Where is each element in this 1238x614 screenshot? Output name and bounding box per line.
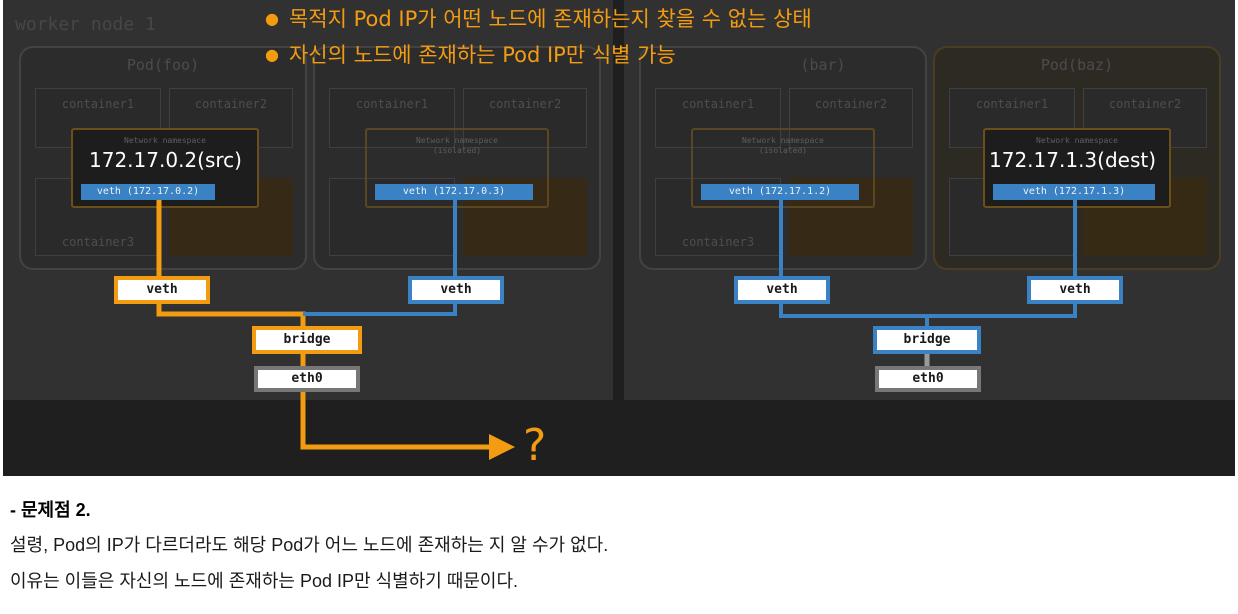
- unknown-route-arrowhead: [489, 434, 515, 460]
- bullet-text: 자신의 노드에 존재하는 Pod IP만 식별 가능: [288, 43, 676, 67]
- pod3-link-line: [779, 200, 927, 318]
- dest-ip-label: 172.17.1.3(dest): [989, 148, 1157, 172]
- pod-foo: Pod(foo) container1 container2 container…: [19, 46, 307, 270]
- bullet-item: ● 목적지 Pod IP가 어떤 노드에 존재하는지 찾을 수 없는 상태: [265, 4, 812, 40]
- text-section: - 문제점 2. 설령, Pod의 IP가 다르더라도 해당 Pod가 어느 노…: [10, 494, 1228, 600]
- veth-box-3: veth: [734, 276, 830, 304]
- unknown-destination-mark: ?: [523, 420, 547, 471]
- section-heading: - 문제점 2.: [10, 500, 91, 520]
- ns-sub: (isolated): [432, 146, 482, 155]
- container1-box: container1: [329, 88, 455, 148]
- src-ip-label: 172.17.0.2(src): [89, 148, 242, 172]
- bridge-box-left: bridge: [252, 326, 362, 354]
- connection-lines: [156, 200, 1077, 460]
- ns-label: Network namespace: [1036, 136, 1118, 145]
- bullet-dot-icon: ●: [265, 45, 279, 64]
- veth-box-src: veth: [114, 276, 210, 304]
- unknown-route-line: [300, 388, 493, 450]
- pod-title: Pod(foo): [126, 56, 200, 74]
- ns-label: Network namespace: [742, 136, 824, 145]
- paragraph-line: 이유는 이들은 자신의 노드에 존재하는 Pod IP만 식별하기 때문이다.: [10, 571, 519, 591]
- pod-veth-bar: veth (172.17.0.2): [81, 184, 215, 200]
- eth0-box-left: eth0: [254, 366, 360, 392]
- ns-label: Network namespace: [416, 136, 498, 145]
- bridge-box-right: bridge: [873, 326, 981, 354]
- header-bullets: ● 목적지 Pod IP가 어떤 노드에 존재하는지 찾을 수 없는 상태 ● 자신…: [265, 4, 812, 76]
- pod-veth-bar: veth (172.17.0.3): [375, 184, 533, 200]
- ns-label: Network namespace: [124, 136, 206, 145]
- pod-veth-bar: veth (172.17.1.2): [701, 184, 859, 200]
- worker-node-1-title: worker node 1: [15, 14, 156, 35]
- bullet-item: ● 자신의 노드에 존재하는 Pod IP만 식별 가능: [265, 40, 812, 76]
- bullet-dot-icon: ●: [265, 9, 279, 28]
- ns-sub: (isolated): [758, 146, 808, 155]
- pod-title: Pod(baz): [1040, 56, 1114, 74]
- pod2-link-line: [303, 200, 457, 316]
- pod-title: (bar): [800, 56, 846, 74]
- container1-box: container1: [655, 88, 781, 148]
- eth0-box-right: eth0: [875, 366, 981, 392]
- pod-veth-bar: veth (172.17.1.3): [993, 184, 1155, 200]
- container2-box: container2: [789, 88, 913, 148]
- src-path-line: [156, 200, 306, 336]
- veth-box-2: veth: [408, 276, 504, 304]
- container3-label: container3: [61, 235, 135, 249]
- veth-box-dest: veth: [1027, 276, 1123, 304]
- network-diagram: worker node 1 Pod(foo) container1 contai…: [3, 0, 1235, 476]
- paragraph-line: 설령, Pod의 IP가 다르더라도 해당 Pod가 어느 노드에 존재하는 지…: [10, 535, 609, 555]
- bullet-text: 목적지 Pod IP가 어떤 노드에 존재하는지 찾을 수 없는 상태: [288, 7, 812, 31]
- container3-label: container3: [681, 235, 755, 249]
- dest-link-line: [927, 200, 1077, 318]
- container2-box: container2: [463, 88, 587, 148]
